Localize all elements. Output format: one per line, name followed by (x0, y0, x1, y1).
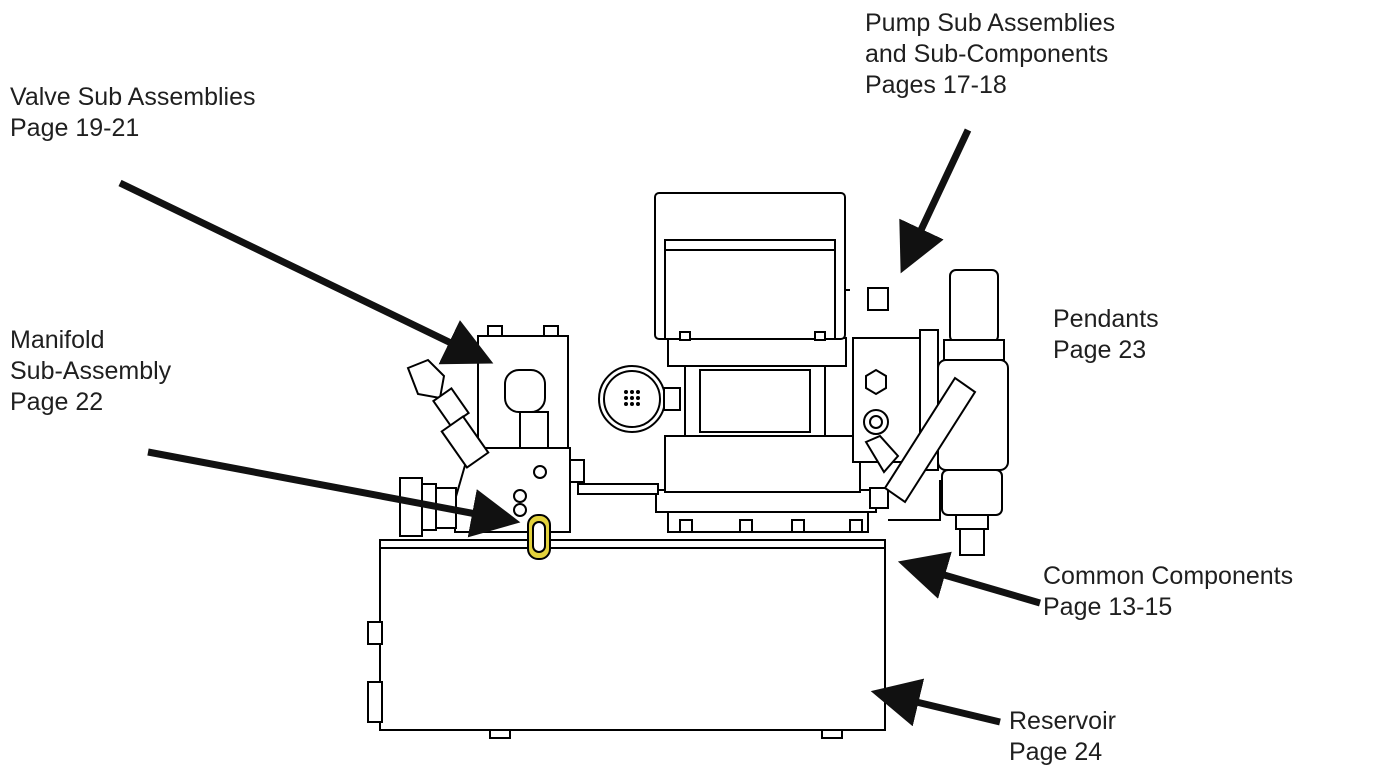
callout-valve-line1: Valve Sub Assemblies (10, 83, 256, 111)
pump-head (852, 287, 941, 521)
callout-pump-line2: and Sub-Components (865, 40, 1109, 68)
valve-block (477, 325, 569, 449)
callout-pump-line1: Pump Sub Assemblies (865, 9, 1116, 37)
callout-pump-line3: Pages 17-18 (865, 71, 1007, 99)
arrow-manifold (147, 448, 521, 538)
arrow-common (897, 551, 1041, 607)
handle (527, 514, 551, 560)
arrow-reservoir (870, 678, 1001, 727)
callout-common: Common Components Page 13-15 (1043, 561, 1293, 623)
callout-pump: Pump Sub Assemblies and Sub-Components P… (865, 8, 1115, 101)
callout-pendants: Pendants Page 23 (1053, 304, 1159, 366)
callout-manifold-line3: Page 22 (10, 388, 104, 416)
motor-assembly (654, 192, 861, 493)
arrow-valve (118, 179, 494, 365)
callout-manifold-line2: Sub-Assembly (10, 357, 172, 385)
callout-common-line2: Page 13-15 (1043, 593, 1173, 621)
callout-pendants-line2: Page 23 (1053, 336, 1147, 364)
callout-pendants-line1: Pendants (1053, 305, 1159, 333)
arrow-pump (899, 128, 972, 274)
callout-manifold-line1: Manifold (10, 326, 105, 354)
callout-valve-line2: Page 19-21 (10, 114, 140, 142)
callout-reservoir-line1: Reservoir (1009, 707, 1116, 735)
callout-valve: Valve Sub Assemblies Page 19-21 (10, 82, 256, 144)
motor-base-plate (655, 489, 877, 533)
pressure-gauge (598, 365, 681, 433)
callout-common-line1: Common Components (1043, 562, 1294, 590)
reservoir-tank (367, 539, 886, 739)
callout-reservoir: Reservoir Page 24 (1009, 706, 1116, 768)
filter-regulator (883, 269, 1009, 556)
callout-manifold: Manifold Sub-Assembly Page 22 (10, 325, 171, 418)
callout-arrows (118, 128, 1041, 727)
valve-knob (406, 358, 490, 469)
callout-reservoir-line2: Page 24 (1009, 738, 1103, 766)
